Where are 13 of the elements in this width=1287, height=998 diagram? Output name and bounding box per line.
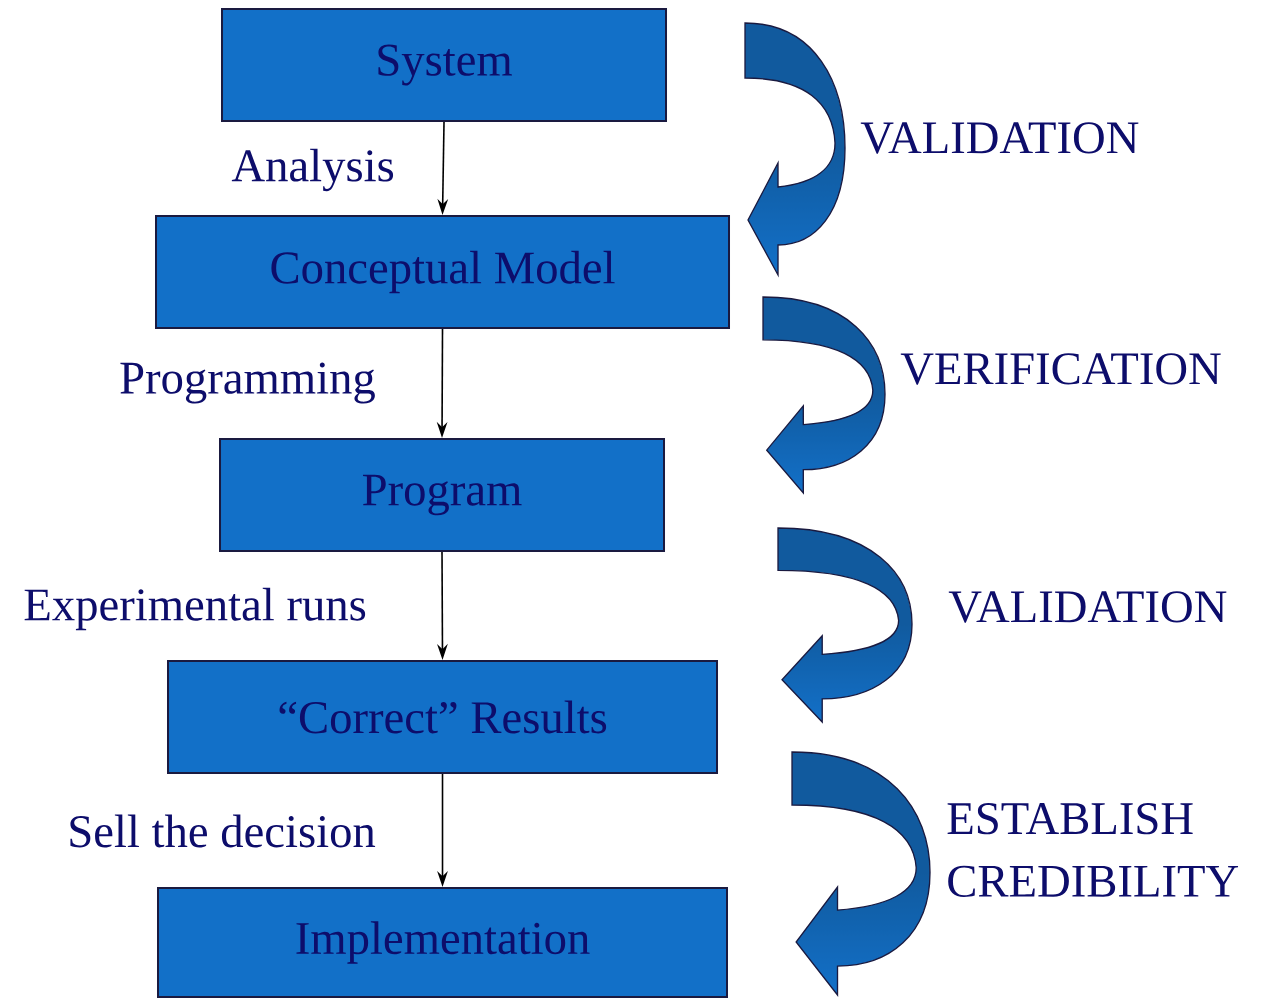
process-label: VALIDATION xyxy=(860,122,1139,154)
process-label: ESTABLISH CREDIBILITY xyxy=(947,803,1239,897)
process-box: Implementation xyxy=(157,887,728,998)
edge-label: Analysis xyxy=(231,148,394,192)
edge-label: Experimental runs xyxy=(24,587,366,631)
process-box: Program xyxy=(219,438,665,552)
process-box: System xyxy=(221,8,667,122)
process-label: VALIDATION xyxy=(948,591,1227,623)
process-box: “Correct” Results xyxy=(167,660,718,774)
process-label: VERIFICATION xyxy=(900,353,1221,385)
process-box: Conceptual Model xyxy=(155,215,730,329)
edge-label: Sell the decision xyxy=(70,814,376,848)
edge-label: Programming xyxy=(120,362,375,404)
